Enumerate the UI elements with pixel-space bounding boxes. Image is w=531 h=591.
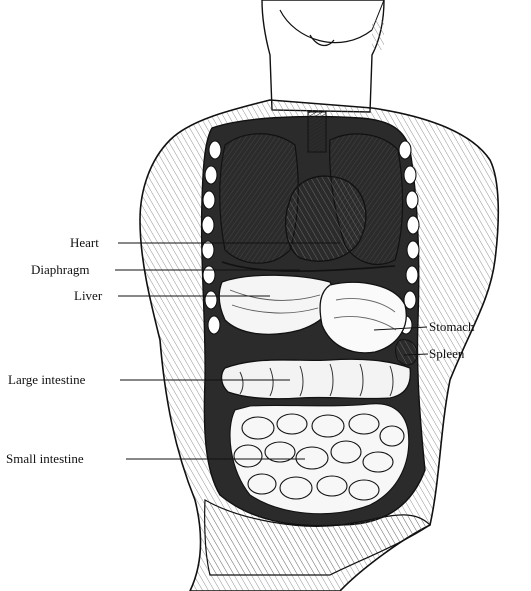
label-stomach: Stomach [429, 320, 475, 334]
large-intestine-organ [222, 359, 411, 398]
label-diaphragm: Diaphragm [31, 263, 89, 277]
label-large-intestine: Large intestine [8, 373, 85, 387]
label-liver: Liver [74, 289, 102, 303]
label-heart: Heart [70, 236, 99, 250]
label-spleen: Spleen [429, 347, 464, 361]
heart-organ [286, 176, 366, 261]
neck [262, 0, 384, 112]
label-small-intestine: Small intestine [6, 452, 84, 466]
